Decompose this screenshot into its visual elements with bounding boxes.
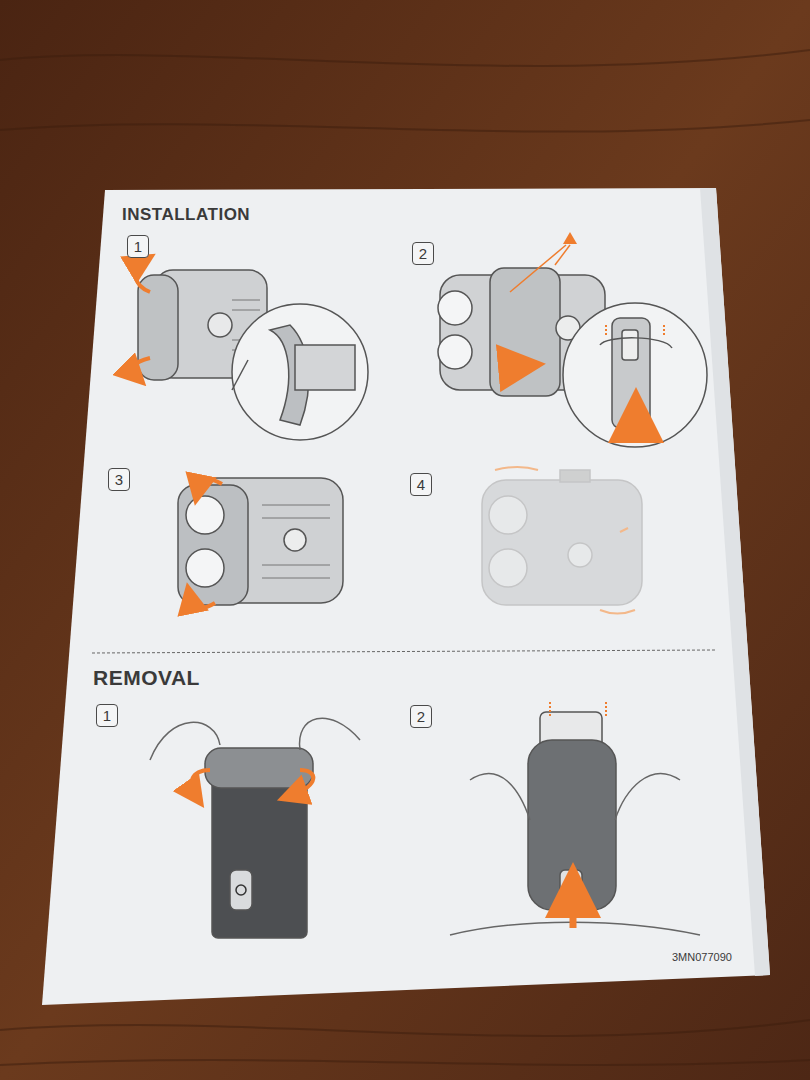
drawing-part: [600, 610, 635, 613]
removal-step-2: [450, 712, 700, 935]
drawing-part: [186, 549, 224, 587]
drawing-part: [208, 313, 232, 337]
removal-step-1: [150, 718, 360, 938]
step-number-box: 1: [96, 704, 118, 727]
step-number-box: 4: [410, 473, 432, 496]
drawing-part: [563, 303, 707, 447]
orange-arrow: [292, 770, 313, 795]
drawing-part: [489, 496, 527, 534]
part-number: 3MN077090: [672, 952, 732, 963]
drawing-part: [622, 330, 638, 360]
section-heading: REMOVAL: [93, 667, 200, 688]
drawing-part: [560, 470, 590, 482]
drawing-part: [232, 310, 260, 311]
orange-arrow: [663, 325, 665, 337]
orange-arrow: [198, 479, 222, 490]
faded-marks: [495, 467, 635, 613]
orange-arrow: [605, 702, 607, 716]
drawing-part: [300, 718, 360, 750]
drawing-part: [615, 774, 680, 820]
card-shadow: [700, 188, 770, 976]
orange-arrow: [191, 770, 210, 795]
install-step-3: [178, 478, 343, 605]
step-number: 4: [417, 477, 425, 492]
drawing-part: [555, 245, 570, 265]
drawing-part: [0, 120, 810, 132]
install-step-4: [482, 470, 642, 605]
drawing-part: [232, 300, 260, 301]
orange-arrow: [500, 366, 522, 368]
drawing-part: [262, 518, 330, 519]
section-divider: [92, 650, 716, 653]
drawing-part: [262, 565, 330, 566]
orange-arrow: [135, 262, 150, 292]
wood-grain: [0, 50, 810, 1065]
drawing-part: [528, 740, 616, 910]
drawing-part: [438, 335, 472, 369]
drawing-part: [438, 291, 472, 325]
drawing-part: [470, 774, 530, 820]
install-step-2: [438, 268, 707, 447]
drawing-part: [186, 496, 224, 534]
orange-arrow: [570, 890, 577, 928]
drawing-part: [0, 50, 810, 66]
step-number-box: 1: [127, 235, 149, 258]
drawing-part: [490, 268, 560, 396]
drawing-part: [620, 528, 628, 532]
drawing-part: [262, 578, 330, 579]
drawing-part: [205, 748, 313, 788]
drawing-part: [495, 467, 538, 470]
drawing-part: [232, 304, 368, 440]
warning-triangle: [563, 232, 577, 244]
section-heading: INSTALLATION: [122, 206, 250, 223]
drawing-part: [295, 345, 355, 390]
drawing-part: [600, 338, 672, 348]
orange-arrow: [133, 358, 150, 375]
step-number-box: 3: [108, 468, 130, 491]
step-number: 1: [134, 239, 142, 254]
step-number: 1: [103, 708, 111, 723]
step-number: 3: [115, 472, 123, 487]
orange-arrow: [549, 702, 551, 716]
drawing-part: [489, 549, 527, 587]
drawing-part: [232, 360, 248, 390]
drawing-part: [230, 870, 252, 910]
drawing-part: [284, 529, 306, 551]
drawing-part: [510, 245, 566, 292]
instruction-card: [42, 188, 770, 1005]
drawing-part: [612, 318, 650, 428]
callout-lines: [510, 245, 570, 292]
install-step-1: [138, 270, 368, 440]
drawing-part: [262, 505, 330, 578]
step-number-box: 2: [412, 242, 434, 265]
step-number-box: 2: [410, 705, 432, 728]
orange-arrow: [605, 325, 607, 337]
orange-arrow: [190, 598, 215, 608]
drawing-part: [236, 885, 246, 895]
step-number: 2: [417, 709, 425, 724]
drawing-part: [178, 485, 248, 605]
drawing-part: [150, 722, 220, 760]
drawing-part: [568, 543, 592, 567]
step-number: 2: [419, 246, 427, 261]
drawing-part: [0, 1060, 810, 1065]
drawing-part: [262, 505, 330, 506]
drawing-part: [482, 480, 642, 605]
orange-arrow: [633, 415, 640, 440]
drawing-part: [0, 1020, 810, 1036]
